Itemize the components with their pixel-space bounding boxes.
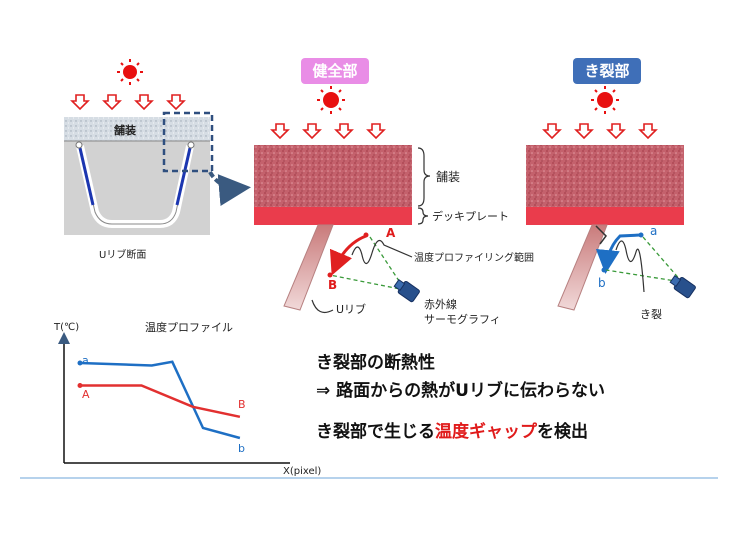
profiling-range-label: 温度プロファイリング範囲 <box>414 253 534 264</box>
series-a-end-label: b <box>238 442 245 455</box>
right-point-a-label: a <box>650 224 658 238</box>
left-caption: Uリブ断面 <box>99 250 147 261</box>
u-rib-label: Uリブ <box>336 303 367 316</box>
series-A-end-label: B <box>238 398 246 411</box>
chart-xlabel: X(pixel) <box>283 466 322 477</box>
chart-lines <box>77 360 241 440</box>
left-cross-section <box>64 117 210 235</box>
right-point-a-dot <box>638 232 644 238</box>
middle-camera-icon <box>393 278 420 303</box>
middle-deck-plate <box>254 207 412 225</box>
chart-axes <box>58 332 290 464</box>
series-line-a <box>79 360 241 440</box>
series-point-A-0 <box>77 383 83 388</box>
right-u-rib <box>557 224 608 311</box>
middle-heat-path <box>329 234 367 276</box>
crack-label: き裂 <box>640 308 662 321</box>
statement-line-3-prefix: き裂部で生じる <box>316 422 435 442</box>
middle-heat-arrows <box>270 123 386 140</box>
statement-highlight: 温度ギャップ <box>435 422 537 442</box>
zoom-arrow <box>208 170 251 207</box>
middle-deck-brace <box>417 207 429 225</box>
chart-title: 温度プロファイル <box>145 321 233 334</box>
right-view-lines <box>605 236 684 283</box>
right-point-b-label: b <box>598 276 606 290</box>
middle-range-leader <box>351 239 413 265</box>
ir-camera-label-2: サーモグラフィ <box>424 313 501 326</box>
right-deck-plate <box>526 207 684 225</box>
right-heat-arrows <box>542 123 658 140</box>
statement-line-3: き裂部で生じる温度ギャップを検出 <box>316 417 588 442</box>
series-a-start-label: a <box>82 354 89 367</box>
right-heat-path <box>595 233 641 274</box>
middle-sun-icon <box>317 86 345 114</box>
middle-point-b-label: B <box>328 278 338 292</box>
right-crack-leader <box>615 240 645 293</box>
sound-part-badge: 健全部 <box>301 58 369 84</box>
statement-line-1: き裂部の断熱性 <box>316 353 435 373</box>
left-pavement-label: 舗装 <box>114 124 136 137</box>
series-line-A <box>80 384 241 419</box>
series-A-start-label: A <box>82 388 90 401</box>
left-sun-icon <box>117 59 143 85</box>
middle-pavement <box>254 145 412 207</box>
right-point-b-dot <box>601 267 607 273</box>
middle-pavement-label: 舗装 <box>436 170 461 184</box>
statement-line-2: ⇒ 路面からの熱がUリブに伝わらない <box>316 381 605 401</box>
middle-urib-leader <box>311 299 334 313</box>
middle-u-rib <box>283 224 334 311</box>
left-heat-arrows <box>70 94 186 111</box>
middle-point-a-dot <box>363 232 369 238</box>
right-pavement <box>526 145 684 207</box>
crack-part-badge: き裂部 <box>573 58 641 84</box>
zoom-box <box>162 111 214 173</box>
statement-line-3-suffix: を検出 <box>537 422 588 442</box>
ir-camera-label-1: 赤外線 <box>424 298 457 311</box>
middle-point-a-label: A <box>386 226 396 240</box>
right-camera-icon <box>669 274 696 299</box>
middle-deck-label: デッキプレート <box>432 210 509 223</box>
series-point-a-0 <box>77 360 83 366</box>
middle-point-b-dot <box>327 272 333 278</box>
right-crack-mark <box>595 225 607 245</box>
right-sun-icon <box>591 86 619 114</box>
chart-ylabel: T(℃) <box>54 322 80 333</box>
middle-pavement-brace <box>417 147 431 207</box>
